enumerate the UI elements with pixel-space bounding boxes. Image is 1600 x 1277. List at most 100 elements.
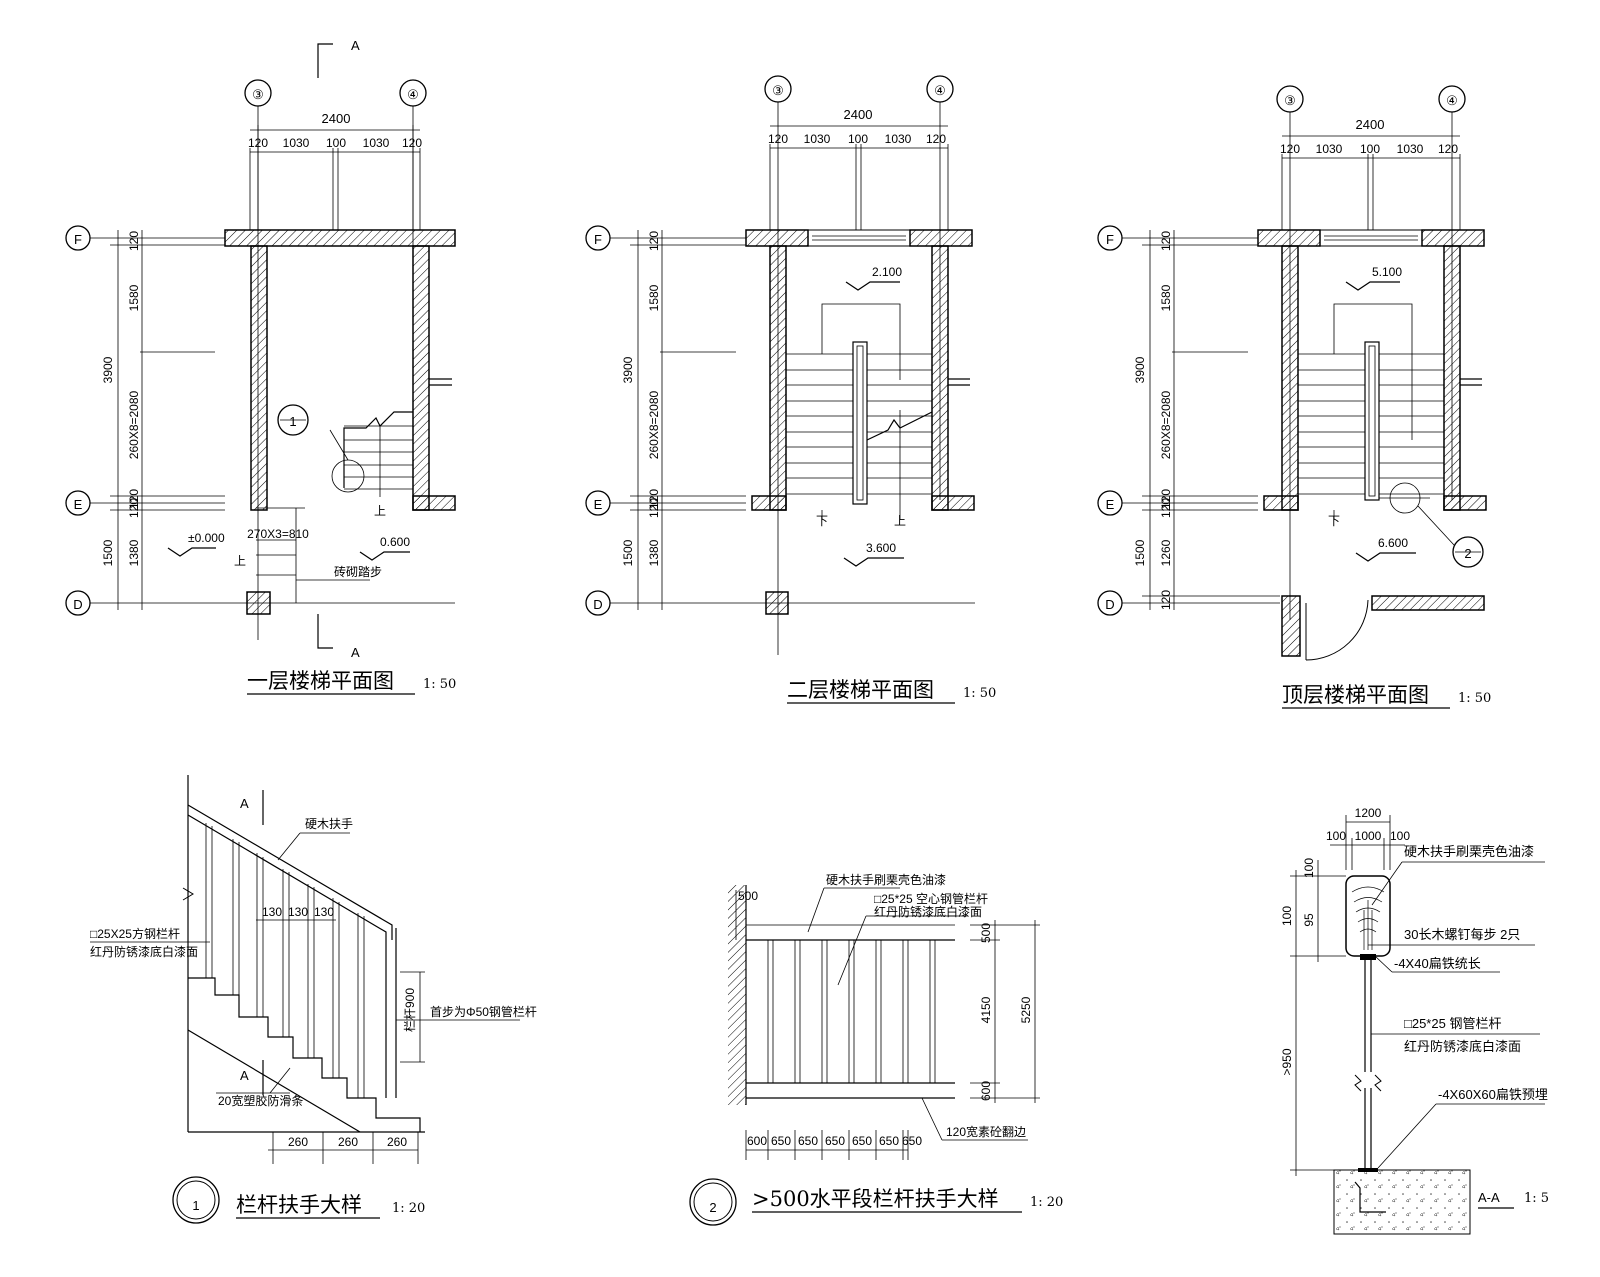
wall-stub-right bbox=[931, 495, 975, 511]
dim-left: 120 bbox=[647, 231, 661, 251]
section-title: A-A bbox=[1478, 1190, 1500, 1205]
dim-total: 2400 bbox=[322, 111, 351, 126]
axis-label-f: F bbox=[594, 232, 602, 247]
section-mark-a-top: A bbox=[351, 38, 360, 53]
detail-title: 栏杆扶手大样 bbox=[236, 1193, 362, 1217]
axis-label-f: F bbox=[1106, 232, 1114, 247]
concrete-base bbox=[1333, 1169, 1471, 1235]
dim-width-part: 100 bbox=[1390, 829, 1410, 843]
tread-dim: 260 bbox=[338, 1135, 358, 1149]
handrail-core bbox=[852, 341, 868, 505]
detail-number-circle bbox=[172, 1176, 220, 1224]
dim-part: 100 bbox=[848, 132, 868, 146]
stair-treads bbox=[786, 303, 933, 520]
tread-dim: 260 bbox=[288, 1135, 308, 1149]
column bbox=[765, 591, 789, 615]
up-label-entry: 上 bbox=[234, 554, 246, 568]
label-curb: 120宽素砼翻边 bbox=[946, 1124, 1026, 1139]
section-scale: 1: 5 bbox=[1524, 1191, 1549, 1206]
tread-dim: 260 bbox=[387, 1135, 407, 1149]
door-jamb bbox=[1281, 595, 1301, 657]
plan-title: 一层楼梯平面图 bbox=[247, 669, 394, 693]
dim-part: 120 bbox=[248, 136, 268, 150]
dim-part: 1030 bbox=[885, 132, 912, 146]
label-first-step: 首步为Φ50钢管栏杆 bbox=[430, 1004, 537, 1019]
detail-title: >500水平段栏杆扶手大样 bbox=[752, 1187, 999, 1211]
wall-top-left bbox=[1257, 229, 1321, 247]
plan-title: 二层楼梯平面图 bbox=[787, 678, 934, 702]
label-paint: 红丹防锈漆底白漆面 bbox=[1404, 1039, 1521, 1054]
label-handrail: 硬木扶手 bbox=[305, 816, 353, 831]
wall-top-right bbox=[1421, 229, 1485, 247]
dim-bottom: 650 bbox=[902, 1134, 922, 1148]
axis-label-e: E bbox=[594, 497, 603, 512]
wood-grain bbox=[1351, 886, 1385, 950]
level-3600: 3.600 bbox=[866, 541, 896, 555]
column bbox=[246, 591, 271, 615]
level-5100: 5.100 bbox=[1372, 265, 1402, 279]
detail-horizontal-railing: 500 硬木扶手刷栗壳色油漆 □25*25 空心钢管栏杆 红丹防锈漆底白漆面 1… bbox=[689, 872, 1063, 1226]
label-flat-bar: -4X40扁铁统长 bbox=[1394, 956, 1481, 971]
wall-left bbox=[250, 245, 268, 511]
window bbox=[1319, 229, 1423, 247]
dim-left: 100 bbox=[1302, 858, 1316, 878]
dim-left-lower: 1380 bbox=[647, 539, 661, 566]
detail-ref-number: 2 bbox=[1464, 546, 1471, 561]
dim-left: 120 bbox=[1159, 489, 1173, 509]
wall-right bbox=[931, 245, 949, 511]
spacing-dim: 130 bbox=[314, 905, 334, 919]
dim-bottom: 650 bbox=[798, 1134, 818, 1148]
down-label: 下 bbox=[816, 514, 828, 528]
level-0000: ±0.000 bbox=[188, 531, 225, 545]
wall-stub-left bbox=[1263, 495, 1299, 511]
dim-top: 500 bbox=[738, 889, 758, 903]
dim-width: 1200 bbox=[1355, 806, 1382, 820]
axis-label-3: ③ bbox=[772, 83, 784, 98]
dim-part: 1030 bbox=[1397, 142, 1424, 156]
dim-width-part: 1000 bbox=[1355, 829, 1382, 843]
detail-callout-circle bbox=[1389, 482, 1421, 514]
axis-label-f: F bbox=[74, 232, 82, 247]
axis-label-d: D bbox=[1105, 597, 1114, 612]
axis-label-e: E bbox=[74, 497, 83, 512]
flat-bar bbox=[1360, 954, 1376, 960]
dim-part: 100 bbox=[1360, 142, 1380, 156]
dim-left: 120 bbox=[1159, 498, 1173, 518]
dim-bottom: 650 bbox=[825, 1134, 845, 1148]
balusters bbox=[767, 940, 936, 1083]
dim-left: 260X8=2080 bbox=[647, 390, 661, 459]
dim-left: 120 bbox=[647, 498, 661, 518]
dim-part: 1030 bbox=[1316, 142, 1343, 156]
dim-total: 2400 bbox=[1356, 117, 1385, 132]
label-baluster: □25*25 空心钢管栏杆 bbox=[874, 891, 988, 906]
dim-part: 120 bbox=[1438, 142, 1458, 156]
dim-right-total: 5250 bbox=[1019, 996, 1033, 1023]
dim-left-lower: 1260 bbox=[1159, 539, 1173, 566]
axis-label-3: ③ bbox=[252, 87, 264, 102]
dim-part: 120 bbox=[1280, 142, 1300, 156]
note-brick-step: 砖砌踏步 bbox=[334, 564, 382, 579]
plan-scale: 1: 50 bbox=[423, 677, 456, 692]
stair-treads bbox=[1298, 303, 1444, 520]
dim-left-total: 3900 bbox=[1133, 356, 1147, 383]
dim-left: 120 bbox=[647, 489, 661, 509]
plan-second-floor: ③ ④ 2400 120 1030 100 1030 120 F E D 390… bbox=[585, 75, 996, 704]
axis-label-3: ③ bbox=[1284, 93, 1296, 108]
dim-left: 260X8=2080 bbox=[127, 390, 141, 459]
plan-first-floor: ③ ④ 2400 120 1030 100 1030 120 A A F E D bbox=[65, 38, 456, 695]
level-6600: 6.600 bbox=[1378, 536, 1408, 550]
wall-stub-left bbox=[751, 495, 787, 511]
wall-left bbox=[1281, 245, 1299, 511]
label-paint: 红丹防锈漆底白漆面 bbox=[90, 944, 198, 959]
dim-left: 100 bbox=[1280, 906, 1294, 926]
dim-left-lower-total: 1500 bbox=[101, 539, 115, 566]
down-label: 下 bbox=[1328, 514, 1340, 528]
dim-left: 1580 bbox=[647, 284, 661, 311]
plan-top-floor: ③ ④ 2400 120 1030 100 1030 120 F E D 390… bbox=[1097, 85, 1491, 709]
up-label: 上 bbox=[894, 514, 906, 528]
label-handrail: 硬木扶手刷栗壳色油漆 bbox=[826, 872, 946, 887]
label-paint: 红丹防锈漆底白漆面 bbox=[874, 904, 982, 919]
plan-scale: 1: 50 bbox=[1458, 691, 1491, 706]
spacing-dim: 130 bbox=[262, 905, 282, 919]
dim-bottom: 600 bbox=[747, 1134, 767, 1148]
